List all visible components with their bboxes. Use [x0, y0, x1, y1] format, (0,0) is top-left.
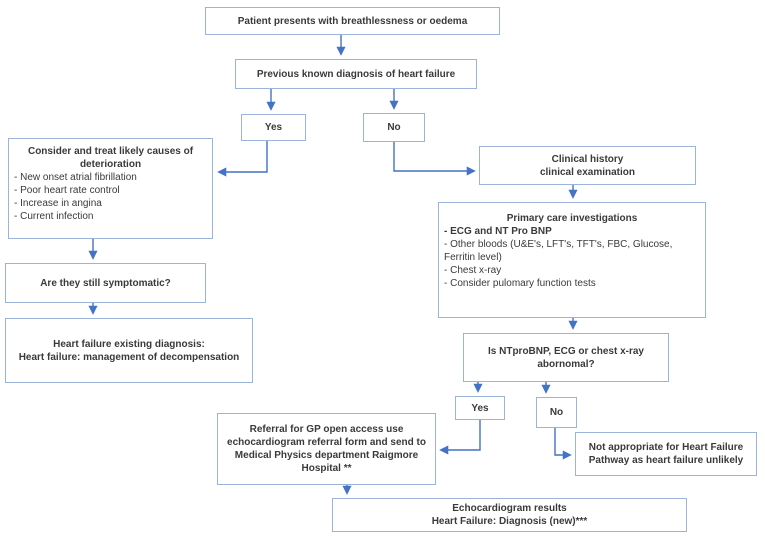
node-ntprobnp-abnormal: Is NTproBNP, ECG or chest x-ray abornoma…	[463, 333, 669, 382]
node-echo-results: Echocardiogram results Heart Failure: Di…	[332, 498, 687, 532]
node-primary-care-bullet: - Consider pulomary function tests	[444, 278, 596, 289]
arrow-yes-to-consider	[217, 141, 268, 177]
node-gp-referral-line4: Hospital **	[301, 463, 352, 474]
node-yes-top-label: Yes	[264, 122, 283, 133]
node-existing-diagnosis: Heart failure existing diagnosis: Heart …	[5, 318, 253, 383]
node-not-appropriate-line1: Not appropriate for Heart Failure	[588, 442, 744, 453]
node-patient-presents-label: Patient presents with breathlessness or …	[237, 15, 468, 27]
node-consider-causes-bullet: - Poor heart rate control	[14, 185, 120, 196]
node-echo-results-line2: Heart Failure: Diagnosis (new)***	[431, 516, 588, 527]
node-primary-care-bullet: - Other bloods (U&E's, LFT's, TFT's, FBC…	[444, 239, 673, 263]
node-gp-referral-line2: echocardiogram referral form and send to	[227, 437, 426, 448]
node-existing-diagnosis-line1: Heart failure existing diagnosis:	[53, 338, 205, 350]
node-previous-diagnosis: Previous known diagnosis of heart failur…	[235, 59, 477, 89]
node-consider-causes-bullet: - Current infection	[14, 211, 94, 222]
node-consider-causes-bullet: - New onset atrial fibrillation	[14, 172, 137, 183]
arrow-no-to-notappropriate	[554, 428, 572, 460]
arrow-no-to-clinical	[393, 142, 476, 176]
node-consider-causes-title-line2: deterioration	[79, 159, 142, 170]
node-ntprobnp-abnormal-line2: abornomal?	[537, 358, 595, 370]
node-no-top: No	[363, 113, 425, 142]
node-still-symptomatic: Are they still symptomatic?	[5, 263, 206, 303]
node-not-appropriate: Not appropriate for Heart Failure Pathwa…	[575, 432, 757, 476]
node-primary-care-bullet-ecg: - ECG and NT Pro BNP	[444, 226, 552, 237]
node-ntprobnp-abnormal-line1: Is NTproBNP, ECG or chest x-ray	[488, 345, 644, 357]
node-gp-referral: Referral for GP open access use echocard…	[217, 413, 436, 485]
node-gp-referral-line1: Referral for GP open access use	[249, 424, 404, 435]
node-consider-causes: Consider and treat likely causes of dete…	[8, 138, 213, 239]
node-previous-diagnosis-label: Previous known diagnosis of heart failur…	[256, 68, 456, 80]
node-yes-top: Yes	[241, 114, 306, 141]
node-no-bottom: No	[536, 397, 577, 428]
node-clinical-history-line1: Clinical history	[551, 153, 624, 165]
node-existing-diagnosis-line2: Heart failure: management of decompensat…	[18, 351, 240, 363]
node-consider-causes-bullet: - Increase in angina	[14, 198, 102, 209]
node-not-appropriate-line2: Pathway as heart failure unlikely	[588, 455, 744, 466]
node-primary-care-bullet: - Chest x-ray	[444, 265, 502, 276]
node-clinical-history-line2: clinical examination	[539, 166, 636, 178]
node-gp-referral-line3: Medical Physics department Raigmore	[234, 450, 419, 461]
node-still-symptomatic-label: Are they still symptomatic?	[40, 277, 171, 289]
node-no-bottom-label: No	[549, 407, 564, 418]
node-consider-causes-title-line1: Consider and treat likely causes of	[27, 146, 194, 157]
node-clinical-history: Clinical history clinical examination	[479, 146, 696, 185]
node-yes-bottom: Yes	[455, 396, 505, 420]
node-no-top-label: No	[387, 122, 401, 133]
node-yes-bottom-label: Yes	[471, 402, 489, 414]
node-primary-care-investigations: Primary care investigations - ECG and NT…	[438, 202, 706, 318]
arrow-yes-to-referral	[439, 420, 481, 455]
node-patient-presents: Patient presents with breathlessness or …	[205, 7, 500, 35]
node-primary-care-title: Primary care investigations	[506, 213, 638, 224]
node-echo-results-line1: Echocardiogram results	[452, 503, 567, 514]
